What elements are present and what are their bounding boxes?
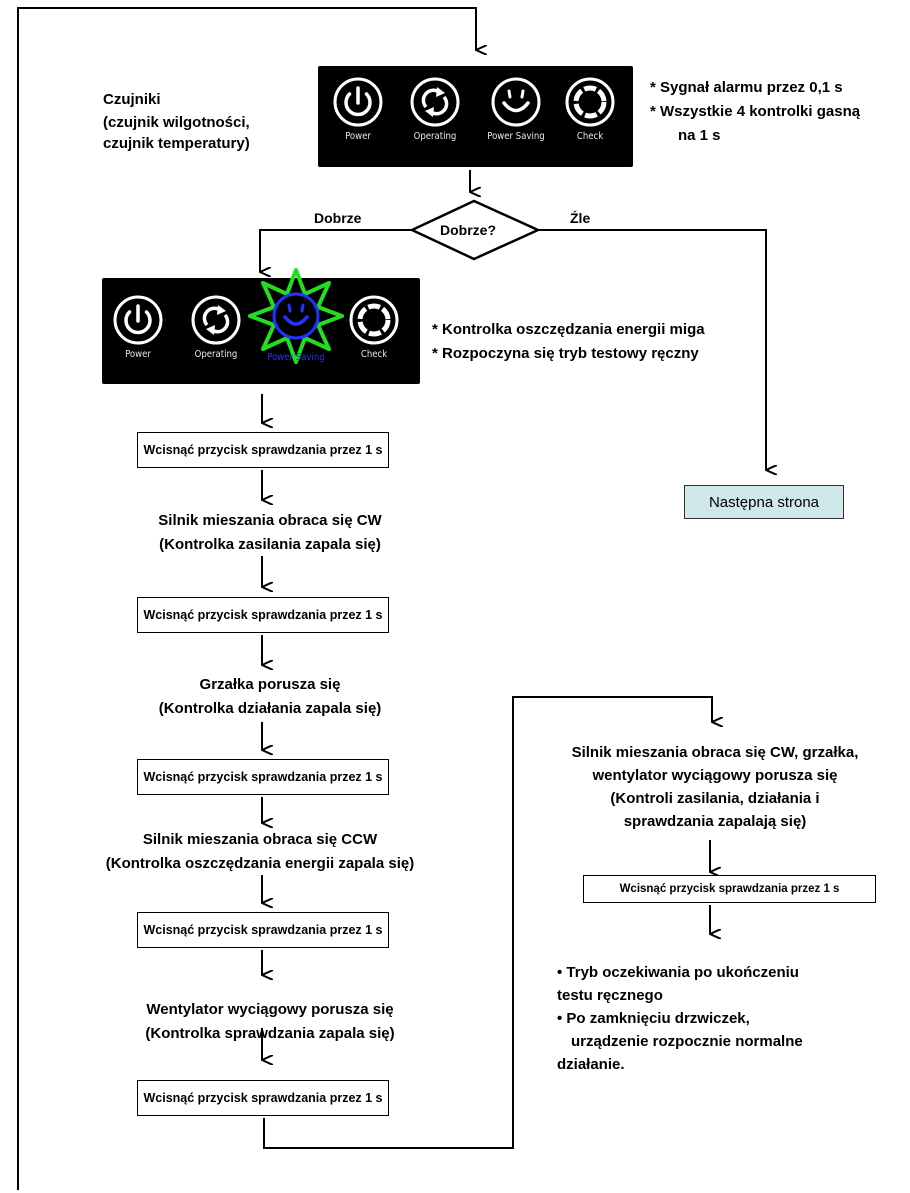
control-panel-top: Power Operating Power Saving Check: [318, 66, 633, 167]
blink-note-2: * Rozpoczyna się tryb testowy ręczny: [432, 345, 699, 362]
press-check-box-4: Wcisnąć przycisk sprawdzania przez 1 s: [137, 912, 389, 948]
top-note-2: * Wszystkie 4 kontrolki gasną: [650, 103, 861, 120]
check-ring-icon: [349, 295, 399, 345]
lamp-power-label: Power: [345, 131, 371, 142]
yes-branch-line: [259, 229, 412, 272]
sensors-line-1: Czujniki: [103, 91, 161, 108]
loop-back-line: [17, 7, 476, 1190]
lamp-check-label: Check: [576, 131, 604, 142]
top-note-1: * Sygnał alarmu przez 0,1 s: [650, 79, 843, 96]
decision-diamond: [409, 199, 542, 261]
lamp2-check-label: Check: [360, 349, 388, 360]
step-4-line-1: Wentylator wyciągowy porusza się: [146, 1001, 394, 1018]
lamp-operating-label: Operating: [413, 131, 457, 142]
step-5-line-4: sprawdzania zapalają się): [623, 813, 807, 830]
press-check-box-6: Wcisnąć przycisk sprawdzania przez 1 s: [583, 875, 876, 903]
lamp-power-saving-label: Power Saving: [487, 131, 545, 142]
sensors-line-3: czujnik temperatury): [103, 135, 250, 152]
lamp2-power-saving: Power Saving: [248, 268, 344, 364]
smile-icon: [491, 77, 541, 127]
decision-yes-label: Dobrze: [314, 210, 362, 226]
top-notes: * Sygnał alarmu przez 0,1 s * Wszystkie …: [650, 78, 860, 145]
top-note-3: na 1 s: [678, 127, 721, 144]
lamp2-check: Check: [340, 294, 408, 360]
lamp2-power-label: Power: [125, 349, 151, 360]
refresh-icon: [410, 77, 460, 127]
power-icon: [333, 77, 383, 127]
step-5-line-1: Silnik mieszania obraca się CW, grzałka,: [571, 744, 859, 761]
control-panel-blinking: Power Operating Power Saving Check: [102, 268, 420, 384]
lamp-check: Check: [556, 76, 624, 142]
press-check-box-3: Wcisnąć przycisk sprawdzania przez 1 s: [137, 759, 389, 795]
step-5-line-2: wentylator wyciągowy porusza się: [592, 767, 838, 784]
lamp2-power-saving-label: Power Saving: [267, 352, 325, 363]
final-note-4: urządzenie rozpocznie normalne: [571, 1033, 803, 1050]
sensors-label: Czujniki (czujnik wilgotności, czujnik t…: [103, 90, 250, 153]
final-note-5: działanie.: [557, 1056, 625, 1073]
press-check-box-2: Wcisnąć przycisk sprawdzania przez 1 s: [137, 597, 389, 633]
final-note-2: testu ręcznego: [557, 987, 663, 1004]
lamp2-power: Power: [104, 294, 172, 360]
right-column-connector: [263, 696, 712, 1149]
next-page-box: Następna strona: [684, 485, 844, 519]
sensors-line-2: (czujnik wilgotności,: [103, 114, 250, 131]
step-3-line-1: Silnik mieszania obraca się CCW: [142, 831, 378, 848]
step-1-text: Silnik mieszania obraca się CW (Kontrolk…: [90, 511, 450, 554]
check-ring-icon: [565, 77, 615, 127]
press-check-box-5: Wcisnąć przycisk sprawdzania przez 1 s: [137, 1080, 389, 1116]
decision-no-label: Źle: [570, 210, 591, 226]
lamp2-operating: Operating: [182, 294, 250, 360]
final-note-1: • Tryb oczekiwania po ukończeniu: [557, 964, 799, 981]
lamp2-operating-label: Operating: [194, 349, 238, 360]
blink-notes: * Kontrolka oszczędzania energii miga * …: [432, 320, 705, 363]
lamp-power-saving: Power Saving: [478, 76, 554, 142]
decision-question: Dobrze?: [440, 222, 496, 238]
step-5-line-3: (Kontroli zasilania, działania i: [610, 790, 820, 807]
step-1-line-1: Silnik mieszania obraca się CW: [158, 512, 382, 529]
step-5-text: Silnik mieszania obraca się CW, grzałka,…: [530, 743, 900, 831]
final-notes: • Tryb oczekiwania po ukończeniu testu r…: [557, 963, 803, 1074]
step-3-line-2: (Kontrolka oszczędzania energii zapala s…: [105, 855, 415, 872]
refresh-icon: [191, 295, 241, 345]
step-1-line-2: (Kontrolka zasilania zapala się): [159, 536, 381, 553]
power-icon: [113, 295, 163, 345]
lamp-operating: Operating: [401, 76, 469, 142]
step-2-line-2: (Kontrolka działania zapala się): [158, 700, 382, 717]
final-note-3: • Po zamknięciu drzwiczek,: [557, 1010, 750, 1027]
step-4-line-2: (Kontrolka sprawdzania zapala się): [145, 1025, 395, 1042]
step-4-text: Wentylator wyciągowy porusza się (Kontro…: [90, 1000, 450, 1043]
step-2-text: Grzałka porusza się (Kontrolka działania…: [90, 675, 450, 718]
no-branch-line: [538, 229, 766, 470]
step-3-text: Silnik mieszania obraca się CCW (Kontrol…: [60, 830, 460, 873]
step-2-line-1: Grzałka porusza się: [199, 676, 341, 693]
blinking-star-icon: [248, 268, 344, 364]
blink-note-1: * Kontrolka oszczędzania energii miga: [432, 321, 705, 338]
lamp-power: Power: [324, 76, 392, 142]
press-check-box-1: Wcisnąć przycisk sprawdzania przez 1 s: [137, 432, 389, 468]
